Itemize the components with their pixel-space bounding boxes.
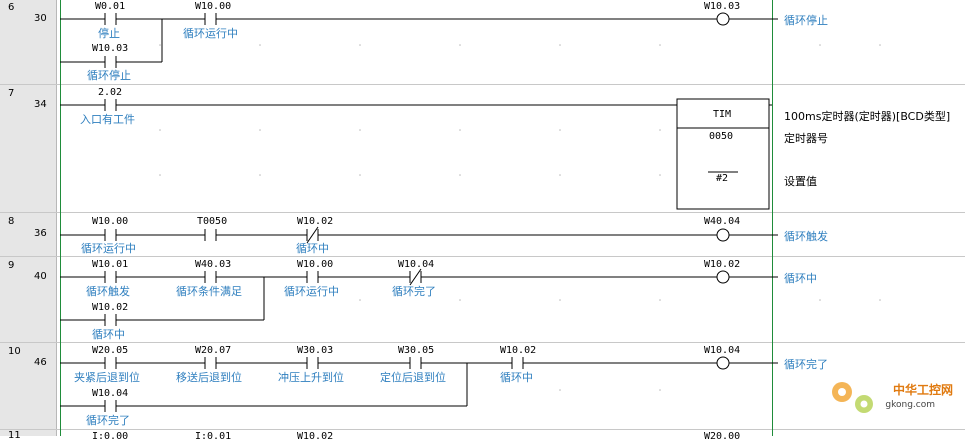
contact-operand[interactable]: W10.01	[92, 259, 129, 270]
contact-comment: 定位后退到位	[380, 371, 446, 384]
coil-operand[interactable]: W10.02	[704, 259, 741, 270]
contact-comment: 循环中	[92, 328, 125, 341]
contact-comment: 循环中	[500, 371, 533, 384]
instruction-description: 100ms定时器(定时器)[BCD类型]	[784, 110, 951, 123]
contact-comment: 循环完了	[86, 414, 130, 427]
watermark-site: gkong.com	[885, 400, 935, 410]
operand-description: 设置值	[784, 175, 817, 188]
rung-separator	[0, 212, 965, 213]
operand-description: 定时器号	[784, 132, 828, 145]
contact-comment: 循环运行中	[284, 285, 339, 298]
contact-operand[interactable]: W10.04	[92, 388, 129, 399]
rung-separator	[0, 84, 965, 85]
rung-id[interactable]: 9	[8, 260, 15, 271]
contact-operand[interactable]: W10.02	[297, 216, 334, 227]
rung-address: 34	[34, 99, 47, 110]
contact-operand[interactable]: W30.05	[398, 345, 435, 356]
contact-operand[interactable]: W20.05	[92, 345, 129, 356]
rung-separator	[0, 256, 965, 257]
contact-comment: 冲压上升到位	[278, 371, 344, 384]
coil-comment: 循环中	[784, 272, 817, 285]
contact-operand[interactable]: I:0.00	[92, 431, 129, 442]
contact-operand[interactable]: W40.03	[195, 259, 232, 270]
coil-operand[interactable]: W40.04	[704, 216, 741, 227]
contact-operand[interactable]: W30.03	[297, 345, 334, 356]
watermark-brand: 中华工控网	[892, 383, 953, 397]
contact-operand[interactable]: W10.03	[92, 43, 129, 54]
rung-address: 46	[34, 357, 47, 368]
contact-comment: 入口有工件	[80, 113, 135, 126]
timer-setpoint[interactable]: #2	[716, 173, 729, 184]
contact-comment: 循环触发	[86, 285, 130, 298]
coil-operand[interactable]: W10.03	[704, 1, 741, 12]
rung-separator	[0, 342, 965, 343]
coil-comment: 循环完了	[784, 358, 828, 371]
coil-operand[interactable]: W20.00	[704, 431, 741, 442]
rung-id[interactable]: 8	[8, 216, 15, 227]
contact-operand[interactable]: W10.00	[92, 216, 129, 227]
contact-operand[interactable]: I:0.01	[195, 431, 232, 442]
rung-id[interactable]: 6	[8, 2, 15, 13]
timer-number[interactable]: 0050	[709, 131, 734, 142]
contact-operand[interactable]: W0.01	[95, 1, 126, 12]
rung-address: 40	[34, 271, 47, 282]
contact-operand[interactable]: W10.00	[195, 1, 232, 12]
contact-comment: 循环运行中	[81, 242, 136, 255]
contact-operand[interactable]: W20.07	[195, 345, 232, 356]
contact-comment: 夹紧后退到位	[74, 371, 140, 384]
rung-address: 30	[34, 13, 47, 24]
rung-number-column	[0, 0, 57, 436]
left-power-rail	[60, 0, 61, 436]
contact-operand[interactable]: W10.02	[297, 431, 334, 442]
contact-operand[interactable]: W10.02	[500, 345, 537, 356]
coil-comment: 循环触发	[784, 230, 828, 243]
rung-id[interactable]: 10	[8, 346, 21, 357]
rung-address: 36	[34, 228, 47, 239]
contact-comment: 移送后退到位	[176, 371, 242, 384]
contact-comment: 停止	[98, 27, 120, 40]
rung-id[interactable]: 7	[8, 88, 15, 99]
contact-comment: 循环条件满足	[176, 285, 242, 298]
contact-comment: 循环停止	[87, 69, 131, 82]
contact-comment: 循环运行中	[183, 27, 238, 40]
coil-operand[interactable]: W10.04	[704, 345, 741, 356]
contact-operand[interactable]: W10.02	[92, 302, 129, 313]
contact-comment: 循环完了	[392, 285, 436, 298]
contact-operand[interactable]: W10.04	[398, 259, 435, 270]
coil-comment: 循环停止	[784, 14, 828, 27]
contact-operand[interactable]: W10.00	[297, 259, 334, 270]
contact-operand[interactable]: T0050	[197, 216, 228, 227]
timer-instruction[interactable]: TIM	[713, 109, 732, 120]
rung-separator	[0, 429, 965, 430]
right-power-rail	[772, 0, 773, 436]
contact-comment: 循环中	[296, 242, 329, 255]
contact-operand[interactable]: 2.02	[98, 87, 123, 98]
